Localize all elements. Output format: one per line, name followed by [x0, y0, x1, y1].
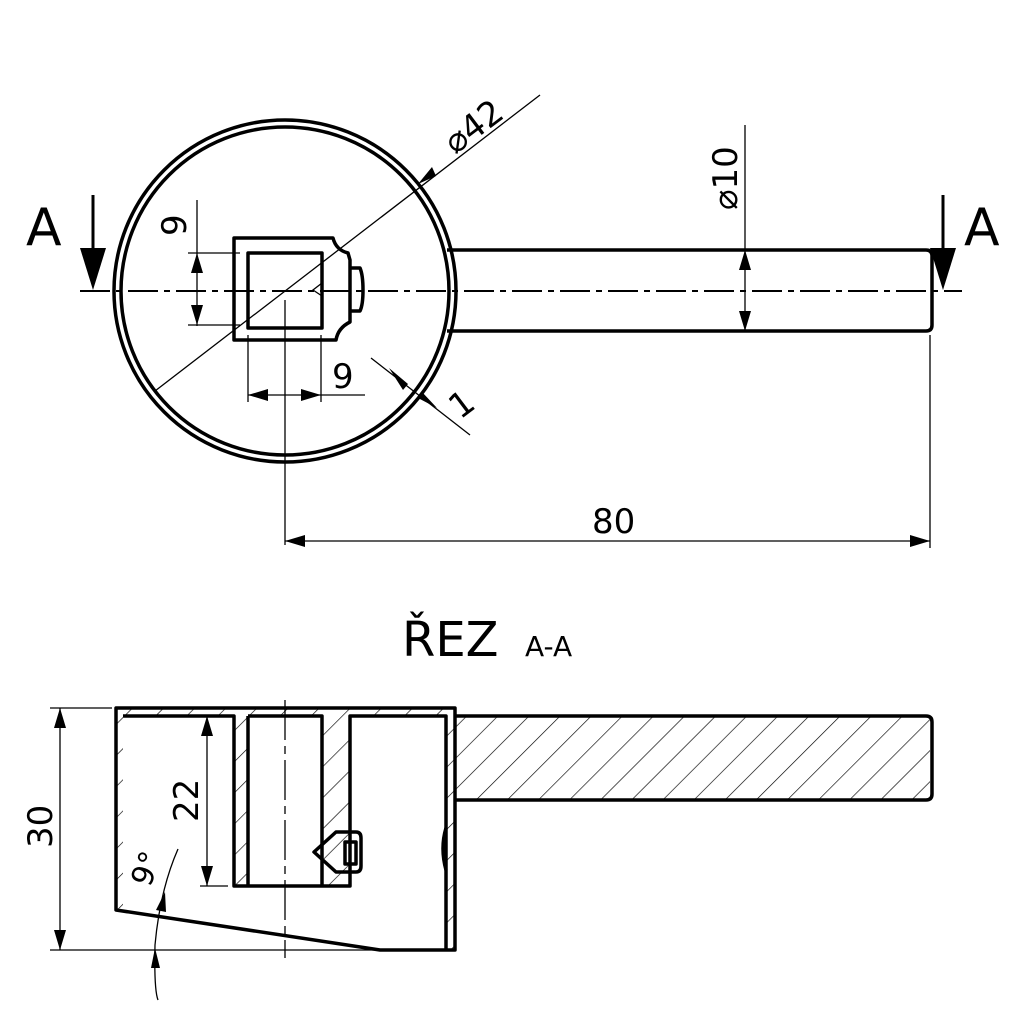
- arrow-icon: [739, 250, 751, 331]
- dim-circle-diameter: ⌀42: [436, 92, 511, 162]
- section-arrow-icon: [80, 248, 106, 290]
- dim-angle: 9°: [125, 847, 170, 891]
- arrow-icon: [151, 892, 166, 968]
- dim-square-width: 9: [332, 357, 354, 397]
- top-view: ⌀42 ⌀10 9 9 1 80 A A: [26, 92, 1000, 548]
- dim-line-diameter: [154, 94, 541, 392]
- detent-section: [312, 830, 363, 874]
- dim-length: 80: [592, 502, 635, 542]
- section-marker-right: A: [964, 198, 1000, 258]
- dim-square-height: 9: [155, 214, 195, 236]
- section-view: 30 22 9°: [21, 700, 934, 1001]
- section-title-suffix: A-A: [525, 630, 572, 663]
- arrow-icon: [201, 716, 213, 886]
- dim-inner-depth: 22: [167, 779, 207, 822]
- dim-wall-thickness: 1: [441, 382, 482, 427]
- section-marker-left: A: [26, 198, 62, 258]
- rod-section: [455, 716, 930, 800]
- nub: [350, 266, 365, 313]
- dim-rod-diameter: ⌀10: [706, 146, 746, 210]
- arrow-icon: [418, 167, 436, 184]
- arrow-icon: [191, 253, 203, 325]
- section-arrow-icon: [930, 248, 956, 290]
- arrow-icon: [248, 389, 321, 401]
- dim-total-height: 30: [21, 805, 61, 848]
- arrow-icon: [389, 368, 437, 408]
- section-title: ŘEZ: [402, 611, 499, 668]
